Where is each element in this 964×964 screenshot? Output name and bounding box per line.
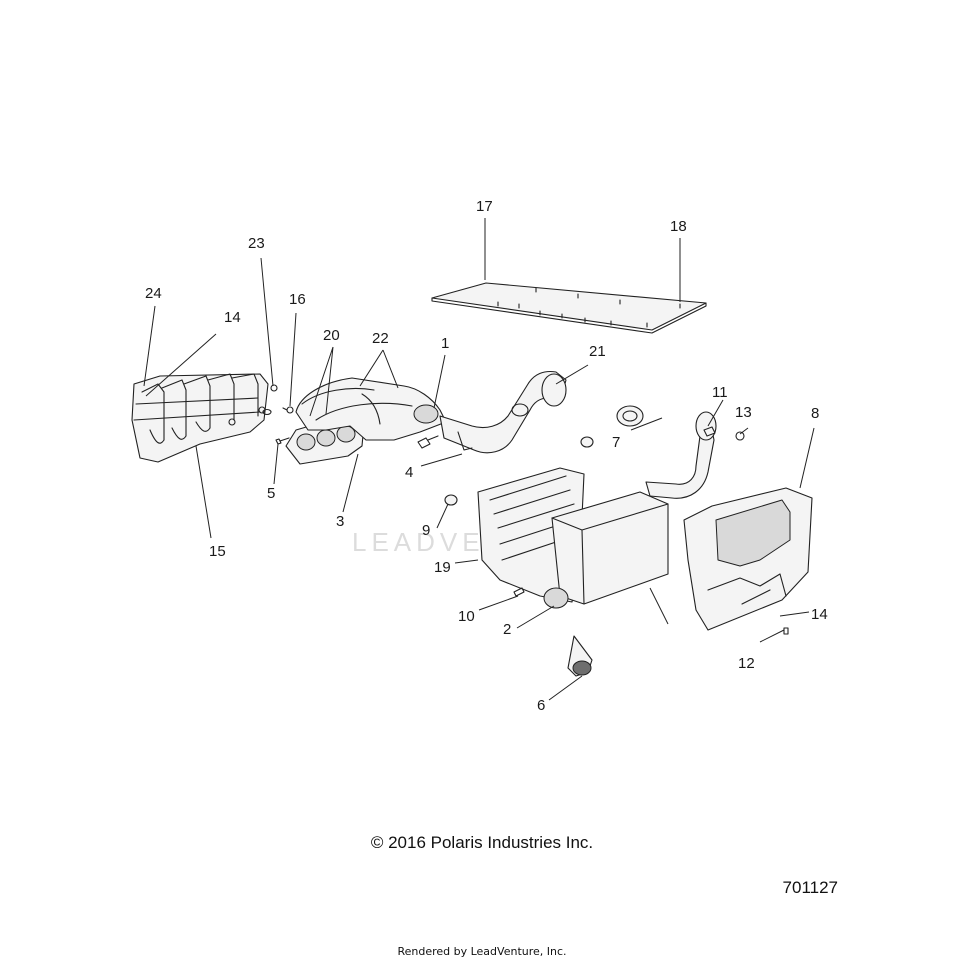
callout-18: 18: [670, 218, 687, 235]
spark-arrestor-tip: [567, 635, 593, 677]
muffler: [543, 411, 717, 609]
fastener-23: [270, 384, 278, 392]
callout-10: 10: [458, 608, 475, 625]
left-heat-shield: [131, 373, 269, 463]
callout-11: 11: [712, 384, 728, 401]
bolt-5: [275, 437, 290, 445]
callout-1: 1: [441, 335, 449, 352]
head-pipe: [439, 370, 567, 454]
exhaust-manifold: [295, 377, 447, 441]
exhaust-seal-ring: [616, 405, 644, 427]
o2-sensor: [417, 435, 439, 449]
callout-7: 7: [612, 434, 620, 451]
callout-14-right: 14: [811, 606, 828, 623]
fastener-16: [282, 406, 294, 414]
callout-labels: 1 2 3 4 5 6 7 8 9 10 11 12 13 14 14 15 1…: [145, 198, 828, 714]
callout-6: 6: [537, 697, 545, 714]
exhaust-gasket: [285, 415, 365, 465]
grommet-9: [444, 494, 458, 506]
callout-4: 4: [405, 464, 413, 481]
nut-13: [735, 431, 745, 441]
callout-12: 12: [738, 655, 755, 672]
callout-24: 24: [145, 285, 162, 302]
callout-14-left: 14: [224, 309, 241, 326]
callout-5: 5: [267, 485, 275, 502]
diagram-number: 701127: [782, 878, 838, 897]
copyright-text: © 2016 Polaris Industries Inc.: [370, 833, 594, 852]
spring-11: [703, 426, 716, 437]
washer-14: [262, 408, 272, 416]
bolt-12: [783, 627, 789, 635]
callout-23: 23: [248, 235, 265, 252]
callout-15: 15: [209, 543, 226, 560]
callout-3: 3: [336, 513, 344, 530]
callout-22: 22: [372, 330, 389, 347]
heat-shield-plate: [431, 282, 707, 334]
callout-8: 8: [811, 405, 819, 422]
callout-13: 13: [735, 404, 752, 421]
callout-21: 21: [589, 343, 606, 360]
callout-2: 2: [503, 621, 511, 638]
right-heat-shield: [683, 487, 813, 631]
callout-9: 9: [422, 522, 430, 539]
callout-16: 16: [289, 291, 306, 308]
callout-19: 19: [434, 559, 451, 576]
render-credit: Rendered by LeadVenture, Inc.: [397, 945, 567, 958]
callout-17: 17: [476, 198, 493, 215]
grommet-top: [580, 436, 594, 448]
callout-20: 20: [323, 327, 340, 344]
spring-10: [513, 587, 525, 597]
leader-lines: [143, 218, 815, 701]
